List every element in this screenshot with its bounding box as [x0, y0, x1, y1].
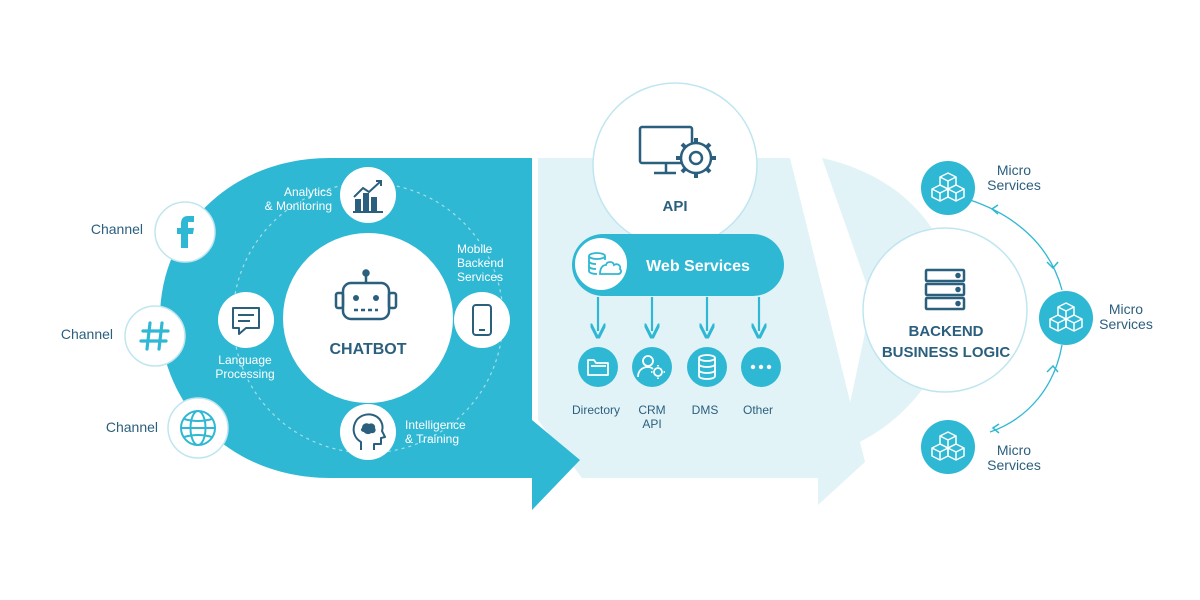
analytics-label-1: Analytics	[284, 185, 332, 199]
user-gear-icon	[637, 355, 665, 379]
micro-service-node[interactable]	[921, 420, 975, 474]
web-services-bar[interactable]: Web Services	[572, 234, 784, 296]
language-node[interactable]	[218, 292, 274, 348]
micro-service-node[interactable]	[921, 161, 975, 215]
robot-icon	[334, 269, 398, 321]
directory-label: Directory	[572, 403, 620, 417]
service-dms[interactable]	[687, 347, 727, 387]
database-icon	[698, 354, 716, 380]
chat-bubble-icon	[232, 307, 260, 335]
dms-label: DMS	[692, 403, 719, 417]
mobile-label-1: Mobile	[457, 242, 493, 256]
service-arrows	[598, 297, 759, 331]
brain-head-icon	[352, 413, 386, 450]
channels-column: Channel Channel Channel	[61, 201, 229, 459]
intelligence-label-1: Intelligence	[405, 418, 466, 432]
backend-node[interactable]: BACKEND BUSINESS LOGIC	[862, 227, 1028, 393]
language-label-2: Processing	[215, 367, 274, 381]
channel-label: Channel	[91, 221, 143, 237]
analytics-node[interactable]	[340, 167, 396, 223]
api-title: API	[662, 198, 687, 215]
micro-service-node[interactable]	[1039, 291, 1093, 345]
crm-label-1: CRM	[638, 403, 665, 417]
micro-services-label-1: Micro	[997, 442, 1031, 458]
web-services-label: Web Services	[646, 258, 750, 275]
mobile-label-3: Services	[457, 270, 503, 284]
channel-hashtag[interactable]	[124, 305, 186, 367]
service-crm-api[interactable]	[632, 347, 672, 387]
backend-title-2: BUSINESS LOGIC	[882, 344, 1011, 361]
chatbot-title: CHATBOT	[329, 341, 406, 358]
micro-services-label-2: Services	[987, 177, 1041, 193]
monitor-gear-icon	[638, 125, 716, 178]
backend-title-1: BACKEND	[909, 323, 984, 340]
database-cloud-icon	[588, 252, 622, 275]
language-label-1: Language	[218, 353, 272, 367]
cubes-icon	[1049, 302, 1083, 332]
intelligence-label-2: & Training	[405, 432, 459, 446]
api-node[interactable]: API	[592, 82, 758, 248]
mobile-label-2: Backend	[457, 256, 504, 270]
micro-services-label-2: Services	[987, 457, 1041, 473]
mobile-node[interactable]	[454, 292, 510, 348]
channel-globe[interactable]	[167, 397, 229, 459]
service-other[interactable]	[741, 347, 781, 387]
folder-icon	[587, 359, 609, 376]
server-icon	[924, 268, 966, 311]
crm-label-2: API	[642, 417, 661, 431]
analytics-label-2: & Monitoring	[265, 199, 332, 213]
bar-chart-icon	[353, 180, 383, 213]
micro-services-label-1: Micro	[997, 162, 1031, 178]
cubes-icon	[931, 431, 965, 461]
channel-facebook[interactable]	[154, 201, 216, 263]
channel-label: Channel	[106, 419, 158, 435]
service-directory[interactable]	[578, 347, 618, 387]
facebook-icon	[177, 216, 194, 248]
smartphone-icon	[472, 304, 492, 336]
micro-services-label-1: Micro	[1109, 301, 1143, 317]
other-label: Other	[743, 403, 773, 417]
micro-services-label-2: Services	[1099, 316, 1153, 332]
hashtag-icon	[139, 321, 170, 351]
more-icon	[750, 364, 772, 370]
cubes-icon	[931, 172, 965, 202]
micro-services-ring	[969, 199, 1063, 434]
intelligence-node[interactable]	[340, 404, 396, 460]
globe-icon	[180, 410, 216, 446]
channel-label: Channel	[61, 326, 113, 342]
